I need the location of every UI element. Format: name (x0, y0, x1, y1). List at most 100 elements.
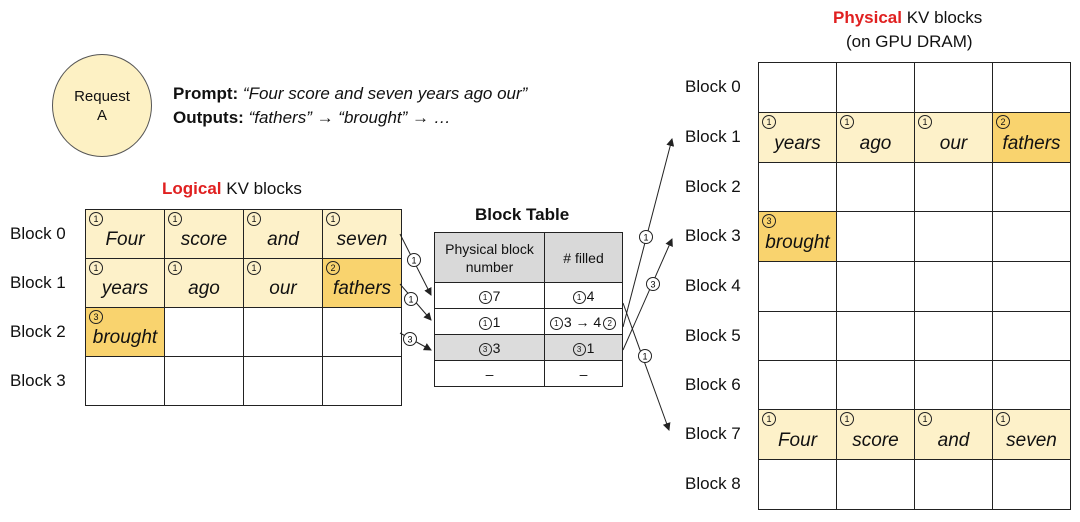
step-number-badge: 3 (89, 310, 103, 324)
kv-cell-filled: 1 ago (164, 258, 244, 308)
request-label-line2: A (96, 106, 107, 124)
physical-block-number-cell-value: 3 (492, 339, 501, 356)
token-text: our (269, 278, 297, 299)
block-table-header-physical: Physical block number (434, 232, 545, 283)
arrow-step-label: 3 (407, 335, 412, 345)
block-table-header-filled: # filled (544, 232, 623, 283)
arrow-step-circle (646, 277, 660, 291)
kv-cell-empty (836, 459, 915, 510)
step-number-badge: 1 (762, 115, 776, 129)
token-text: seven (336, 229, 388, 250)
arrow-step-circle (404, 292, 418, 306)
request-label-line1: Request (74, 87, 130, 105)
token-text: ago (188, 278, 220, 299)
physical-block-number-cell-value: – (485, 365, 494, 382)
physical-subheading: (on GPU DRAM) (846, 32, 973, 51)
token-text: brought (92, 327, 158, 348)
kv-cell-filled: 1 score (836, 409, 915, 460)
kv-cell-empty (914, 261, 993, 312)
kv-cell-filled: 1 score (164, 209, 244, 259)
step-number-badge: 2 (996, 115, 1010, 129)
step-number-badge: 1 (247, 212, 261, 226)
token-text: Four (777, 430, 818, 451)
arrow-step-label: 1 (408, 295, 413, 305)
token-text: our (939, 133, 968, 154)
arrow-step-label: 1 (411, 256, 416, 266)
step-number-badge: 1 (996, 412, 1010, 426)
row-label: Block 2 (10, 321, 66, 341)
step-number-badge: 1 (478, 316, 492, 330)
token-text: brought (765, 232, 830, 253)
step-number-badge: 1 (762, 412, 776, 426)
kv-cell-empty (758, 261, 837, 312)
step-number-badge: 1 (89, 212, 103, 226)
physical-block-number-cell-value: 7 (492, 287, 501, 304)
kv-cell-empty (243, 356, 323, 406)
filled-count-cell-value: 3 → 4 (563, 313, 602, 330)
logical-heading: Logical KV blocks (162, 179, 302, 199)
arrow-table0-to-physical7 (622, 302, 671, 431)
prompt-label: Prompt: (173, 84, 239, 103)
kv-cell-empty (914, 162, 993, 212)
kv-cell-filled: 2 fathers (992, 112, 1071, 163)
step-number-badge: 1 (478, 290, 492, 304)
grid-row: 3 brought (85, 307, 402, 357)
outputs-line: Outputs: “fathers” → “brought” → … (173, 108, 451, 128)
arrow-table2-to-physical3 (622, 238, 673, 351)
kv-cell-empty (836, 311, 915, 361)
filled-count-cell: – (544, 360, 623, 387)
row-label: Block 1 (685, 127, 741, 146)
row-label: Block 7 (685, 424, 741, 443)
block-table-title: Block Table (475, 205, 570, 224)
physical-heading-rest: KV blocks (902, 8, 983, 27)
physical-heading-red: Physical (833, 8, 902, 27)
prompt-line: Prompt: “Four score and seven years ago … (173, 84, 527, 104)
row-label: Block 0 (10, 223, 66, 243)
outputs-text: “fathers” → “brought” → … (248, 108, 451, 127)
token-text: seven (1006, 430, 1057, 451)
token-text: score (852, 430, 899, 451)
token-text: fathers (332, 278, 392, 299)
step-number-badge: 1 (168, 261, 182, 275)
kv-cell-empty (758, 459, 837, 510)
row-label: Block 0 (685, 77, 741, 96)
grid-row (758, 261, 1071, 312)
arrow-step-circle (403, 332, 417, 346)
token-text: score (180, 229, 228, 250)
step-number-badge: 1 (168, 212, 182, 226)
step-number-badge: 2 (603, 316, 617, 330)
kv-cell-empty (992, 211, 1071, 262)
step-number-badge: 2 (326, 261, 340, 275)
step-number-badge: 1 (326, 212, 340, 226)
physical-block-number-cell: – (434, 360, 545, 387)
physical-heading: Physical KV blocks (833, 8, 982, 28)
step-number-badge: 1 (840, 412, 854, 426)
grid-row (758, 459, 1071, 510)
token-text: ago (859, 133, 892, 154)
logical-heading-red: Logical (162, 179, 222, 198)
arrow-step-label: 3 (650, 280, 655, 290)
grid-row (758, 162, 1071, 212)
arrow-step-circle (407, 253, 421, 267)
kv-cell-empty (992, 311, 1071, 361)
token-text: fathers (1002, 133, 1061, 154)
row-label: Block 8 (685, 474, 741, 493)
step-number-badge: 1 (549, 316, 563, 330)
row-label: Block 4 (685, 276, 741, 295)
